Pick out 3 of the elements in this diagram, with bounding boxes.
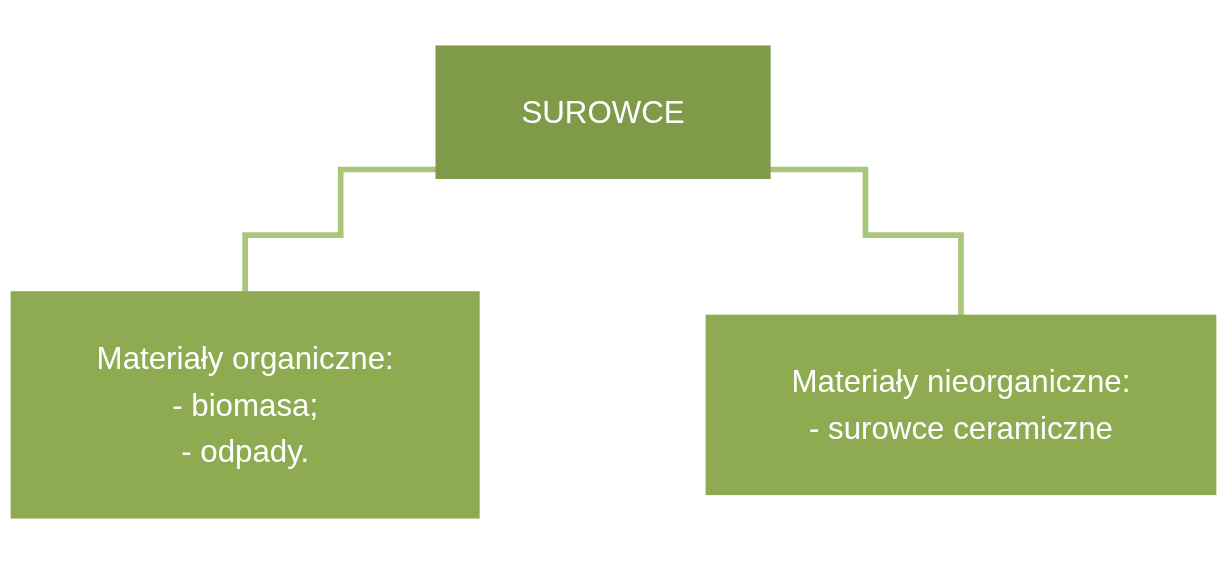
node-box: Materiały nieorganiczne: - surowce ceramiczne	[705, 314, 1217, 496]
node-box: SUROWCE	[435, 45, 771, 179]
node-box: Materiały organiczne: - biomasa; - odpady.	[10, 291, 480, 519]
